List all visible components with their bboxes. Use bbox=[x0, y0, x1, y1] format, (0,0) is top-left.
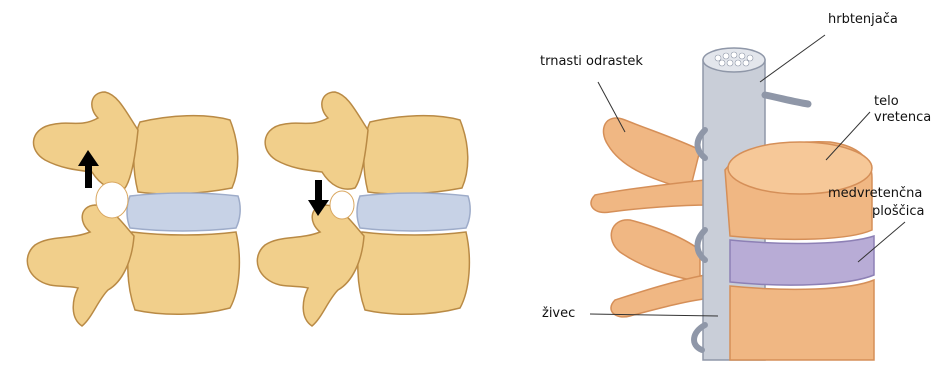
label-vertebral-body-line2: vretenca bbox=[874, 110, 931, 126]
upper-vertebral-body-middle bbox=[364, 116, 468, 194]
lower-vertebral-body-middle bbox=[358, 232, 470, 314]
disc-left bbox=[127, 193, 240, 231]
upper-vertebral-body-left bbox=[134, 116, 238, 194]
spinous-process-lower bbox=[611, 220, 700, 282]
foramen-middle bbox=[330, 191, 354, 219]
lower-arch-middle bbox=[257, 205, 364, 326]
vertebra-pair-middle bbox=[257, 92, 470, 326]
intervertebral-disc bbox=[730, 236, 874, 285]
transverse-process-upper bbox=[591, 180, 710, 213]
lower-vertebral-body-left bbox=[128, 232, 240, 314]
spinous-process-upper bbox=[603, 118, 700, 190]
foramen-left bbox=[96, 182, 128, 218]
label-vertebral-body-line1: telo bbox=[874, 94, 899, 110]
lower-arch-left bbox=[27, 205, 134, 326]
leader-spinal-cord bbox=[760, 35, 825, 82]
vertebral-body-lower bbox=[730, 280, 874, 360]
label-spinal-cord: hrbtenjača bbox=[828, 12, 898, 28]
nerve-root-upper-right bbox=[765, 95, 808, 104]
label-spinous-process: trnasti odrastek bbox=[540, 54, 643, 70]
leader-nerve bbox=[590, 314, 718, 316]
label-nerve: živec bbox=[542, 306, 575, 322]
disc-middle bbox=[357, 193, 470, 231]
label-disc-line2: ploščica bbox=[872, 204, 924, 220]
upper-arch-middle bbox=[265, 92, 368, 189]
transverse-process-lower bbox=[611, 275, 712, 317]
vertebra-pair-left bbox=[27, 92, 240, 326]
label-disc-line1: medvretenčna bbox=[828, 186, 922, 202]
spinal-cord-top bbox=[703, 48, 765, 72]
